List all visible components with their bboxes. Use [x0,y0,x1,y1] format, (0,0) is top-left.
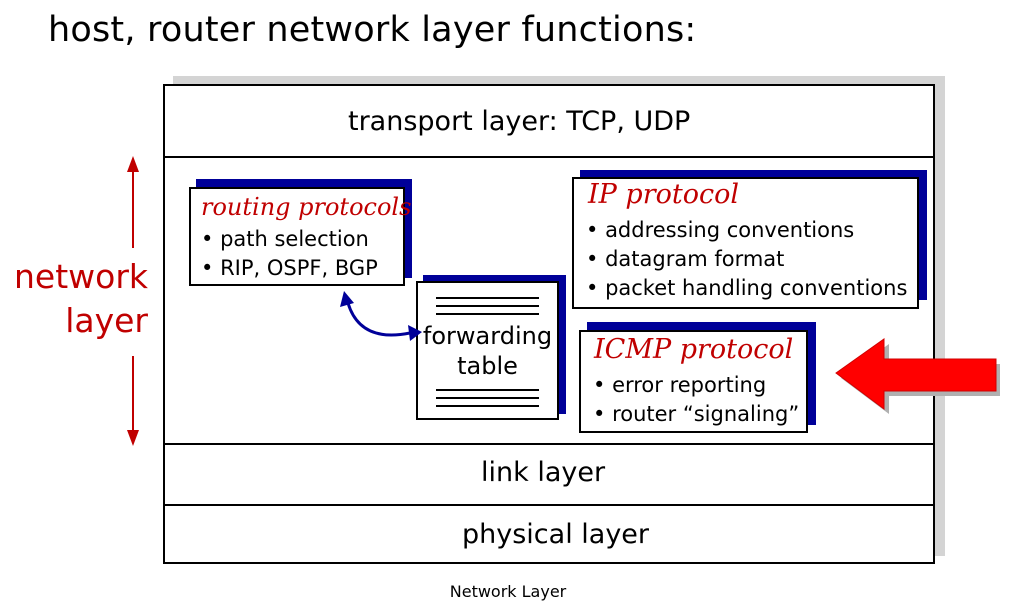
icmp-protocol-list: error reporting router “signaling” [593,371,799,429]
list-item: packet handling conventions [586,274,907,303]
page-title: host, router network layer functions: [48,10,697,50]
transport-divider [165,156,933,158]
list-item: error reporting [593,371,799,400]
transport-layer-label: transport layer: TCP, UDP [348,106,691,137]
list-item: router “signaling” [593,400,799,429]
ip-protocol-list: addressing conventions datagram format p… [586,216,907,303]
list-item: addressing conventions [586,216,907,245]
table-rule [436,297,539,299]
table-rule [436,313,539,315]
network-layer-label: network layer [6,255,148,343]
table-rule [436,397,539,399]
list-item: path selection [201,225,378,254]
physical-layer-label: physical layer [462,519,650,550]
forwarding-table-line2: table [457,352,518,380]
network-divider [165,443,933,445]
routing-protocols-title: routing protocols [201,193,412,221]
link-layer-label: link layer [481,457,606,488]
forwarding-table-line1: forwarding [422,322,553,350]
link-divider [165,504,933,506]
table-rule [436,389,539,391]
curved-double-arrow-icon [340,291,422,341]
table-rule [436,405,539,407]
forwarding-table-box: forwarding table [416,281,559,420]
network-layer-span-arrow-icon [127,156,139,446]
table-rule [436,305,539,307]
icmp-protocol-title: ICMP protocol [594,334,794,365]
icmp-protocol-box: ICMP protocol error reporting router “si… [579,330,808,433]
forwarding-table-label: forwarding table [418,321,557,381]
list-item: datagram format [586,245,907,274]
routing-protocols-box: routing protocols path selection RIP, OS… [189,187,411,286]
slide-caption: Network Layer [449,582,567,601]
list-item: RIP, OSPF, BGP [201,254,378,283]
ip-protocol-box: IP protocol addressing conventions datag… [572,177,919,309]
routing-protocols-list: path selection RIP, OSPF, BGP [201,225,378,283]
big-red-left-arrow-icon [835,338,1000,414]
network-layer-label-line2: layer [65,301,148,340]
network-layer-label-line1: network [13,257,148,296]
ip-protocol-title: IP protocol [588,179,739,210]
